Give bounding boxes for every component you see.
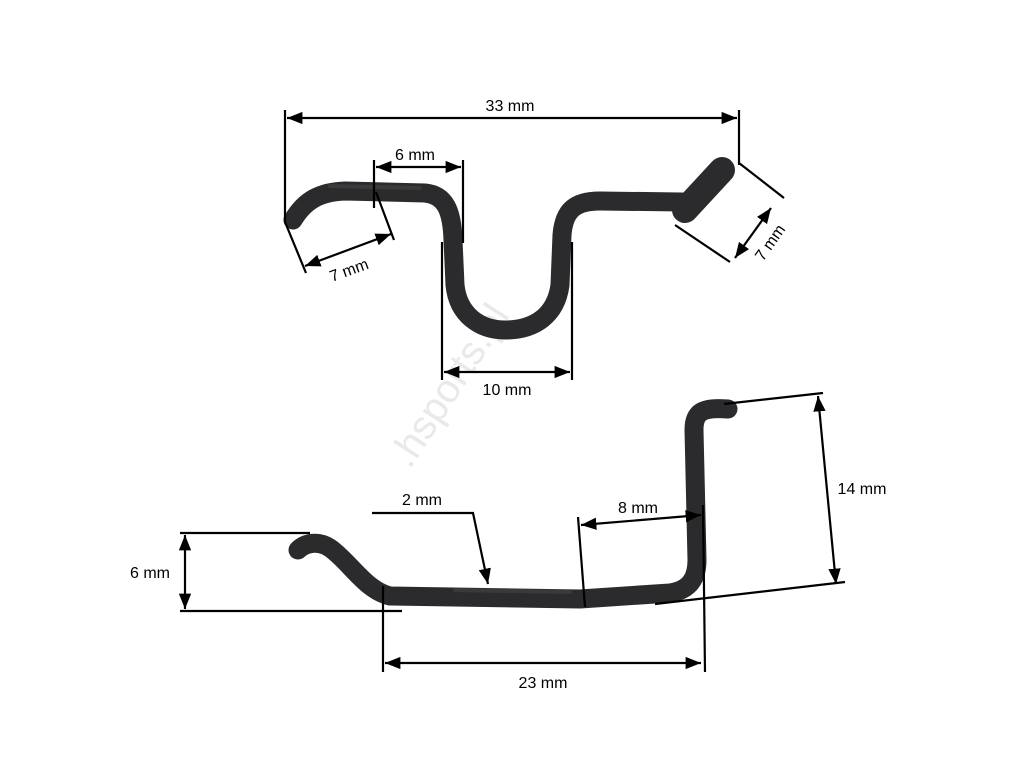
- top-view-wire: [283, 157, 735, 340]
- label-wire-diameter: 2 mm: [402, 492, 442, 509]
- dim-u-width: [440, 242, 574, 380]
- dim-overall-width: [283, 110, 741, 222]
- dim-left-flat: [372, 160, 465, 243]
- label-right-height: 14 mm: [838, 481, 887, 498]
- dim-left-height: [178, 531, 402, 613]
- label-right-hook: 7 mm: [752, 222, 789, 265]
- dim-base-length: [381, 586, 701, 672]
- label-left-hook: 7 mm: [328, 256, 371, 286]
- dim-right-height: [654, 391, 846, 606]
- label-base-length: 23 mm: [519, 675, 568, 692]
- dim-left-hook: [283, 191, 396, 274]
- dim-right-segment: [576, 504, 707, 673]
- dim-wire-diameter: [372, 511, 491, 585]
- label-right-segment: 8 mm: [618, 500, 658, 517]
- label-left-height: 6 mm: [130, 565, 170, 582]
- side-view-wire: [288, 399, 738, 609]
- dim-right-hook: [674, 162, 785, 263]
- label-left-flat: 6 mm: [395, 147, 435, 164]
- label-overall-width: 33 mm: [486, 98, 535, 115]
- label-u-width: 10 mm: [483, 382, 532, 399]
